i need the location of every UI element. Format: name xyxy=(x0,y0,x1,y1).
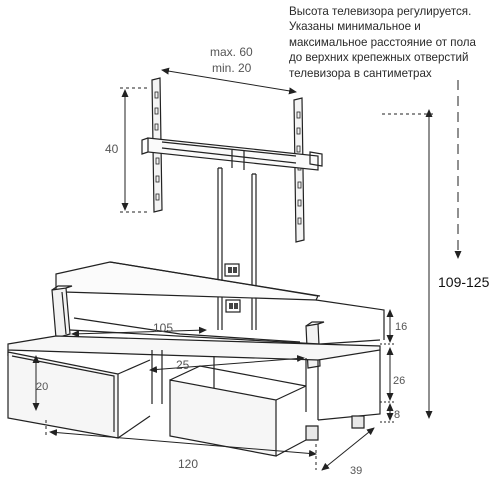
stand-body xyxy=(7,261,385,457)
left-post xyxy=(51,287,71,339)
note-line: телевизора в сантиметрах xyxy=(289,66,432,80)
label-top-section-height: 16 xyxy=(395,321,407,333)
glass-top-shelf xyxy=(55,261,319,301)
label-drawer-height: 20 xyxy=(36,381,48,393)
label-mount-depth-max: max. 60 xyxy=(210,45,253,59)
label-total-depth: 39 xyxy=(350,465,362,477)
label-drawer-section-height: 26 xyxy=(393,375,405,387)
cabinet-top xyxy=(7,335,381,361)
front-foot xyxy=(305,425,319,441)
height-adjustment-note: Высота телевизора регулируется. Указаны … xyxy=(289,4,494,81)
label-glass-shelf-width: 105 xyxy=(153,321,173,335)
label-middle-shelf-width: 25 xyxy=(176,358,190,372)
back-foot xyxy=(351,415,365,429)
label-total-height: 109-125 xyxy=(438,274,490,290)
label-mount-height: 40 xyxy=(105,142,119,156)
note-line: максимальное расстояние от пола xyxy=(289,35,476,49)
left-drawer xyxy=(7,351,119,439)
dimension-lines xyxy=(32,67,462,471)
label-leg-height: 8 xyxy=(394,409,400,421)
mount-crossbar xyxy=(147,137,319,171)
label-total-width: 120 xyxy=(178,457,198,471)
note-line: до верхних крепежных отверстий xyxy=(289,51,469,65)
note-line: Указаны минимальное и xyxy=(289,20,421,34)
stand-column xyxy=(217,168,257,330)
note-line: Высота телевизора регулируется. xyxy=(289,5,472,18)
label-mount-depth-min: min. 20 xyxy=(212,61,252,75)
tv-mount xyxy=(141,77,323,330)
right-drawer xyxy=(169,379,277,457)
